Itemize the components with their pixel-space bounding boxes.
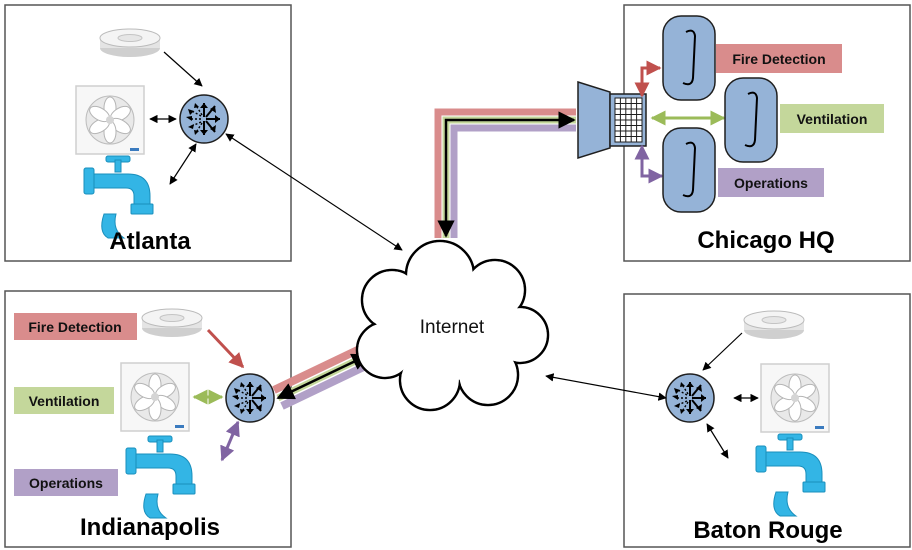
smoke-detector-icon	[141, 308, 203, 338]
server-icon	[724, 77, 778, 163]
atlanta-operations-link	[169, 143, 197, 185]
site-name-atlanta: Atlanta	[109, 228, 191, 255]
exhaust-fan-icon	[120, 362, 190, 432]
exhaust-fan-icon	[760, 363, 830, 433]
cloud-label: Internet	[420, 317, 485, 338]
chicago-operations-link	[634, 144, 664, 184]
tag-ventilation	[14, 387, 114, 414]
tag-operations-label: Operations	[29, 475, 103, 491]
smoke-detector-icon	[99, 28, 161, 58]
site-name-indianapolis: Indianapolis	[80, 514, 220, 541]
tag-fire-detection	[14, 313, 137, 340]
tag-operations	[718, 168, 824, 197]
tag-fire-detection-label: Fire Detection	[28, 319, 121, 335]
baton-rouge-operations-link	[706, 423, 729, 459]
indianapolis-trunk	[272, 342, 376, 410]
tag-operations	[14, 469, 118, 496]
indianapolis-operations-link	[220, 420, 240, 462]
cloud-icon	[355, 239, 550, 412]
chicago-fire-link	[634, 60, 662, 98]
atlanta-site: Atlanta	[75, 28, 229, 255]
chicago-site: Fire Detection Ventilation Operations Ch…	[577, 15, 884, 254]
indianapolis-fire-link	[206, 328, 245, 369]
firewall-icon	[577, 80, 647, 160]
router-icon	[665, 373, 715, 423]
exhaust-fan-icon	[75, 85, 145, 155]
tag-ventilation-label: Ventilation	[797, 111, 868, 127]
tag-ventilation-label: Ventilation	[29, 393, 100, 409]
baton-rouge-site: Baton Rouge	[665, 310, 843, 544]
smoke-detector-icon	[743, 310, 805, 340]
site-name-chicago: Chicago HQ	[697, 227, 834, 254]
tag-fire-detection	[716, 44, 842, 73]
router-icon	[225, 373, 275, 423]
tag-fire-detection-label: Fire Detection	[732, 51, 825, 67]
chicago-trunk	[434, 108, 576, 238]
atlanta-internet-link	[225, 133, 403, 251]
tag-ventilation	[780, 104, 884, 133]
atlanta-fire-link	[163, 51, 203, 87]
server-icon	[662, 127, 716, 213]
server-icon	[662, 15, 716, 101]
router-icon	[179, 94, 229, 144]
baton-rouge-internet-link	[545, 373, 667, 401]
baton-rouge-fire-link	[702, 332, 743, 371]
indianapolis-site: Fire Detection Ventilation Operations In…	[14, 308, 275, 541]
site-name-baton-rouge: Baton Rouge	[693, 517, 842, 544]
tag-operations-label: Operations	[734, 175, 808, 191]
